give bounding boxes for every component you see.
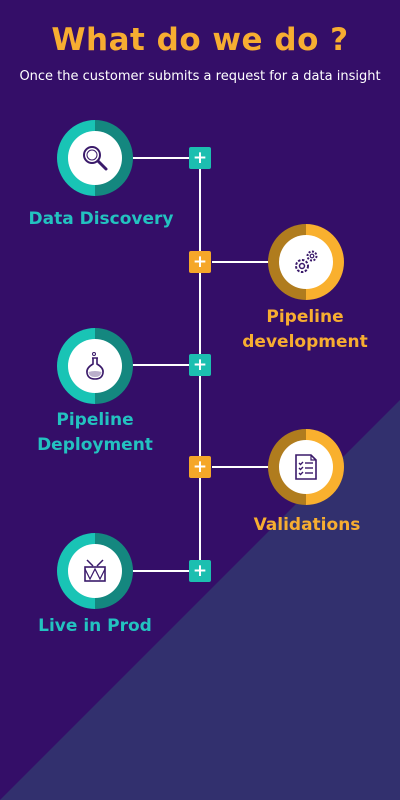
gears-icon [295, 250, 318, 273]
plus-button-5[interactable]: + [189, 560, 211, 582]
connector-line-1 [132, 157, 190, 159]
flask-icon [86, 352, 104, 380]
connector-line-2 [212, 261, 270, 263]
connector-line-4 [212, 466, 270, 468]
plus-button-1[interactable]: + [189, 147, 211, 169]
step-node-validations[interactable] [268, 429, 344, 505]
step-node-data-discovery[interactable] [57, 120, 133, 196]
step-label-pipeline-development: Pipeline development [242, 307, 368, 352]
step-node-inner [279, 440, 333, 494]
connector-line-3 [132, 364, 190, 366]
step-node-inner [68, 544, 122, 598]
plus-button-4[interactable]: + [189, 456, 211, 478]
step-label-live-in-prod: Live in Prod [38, 616, 152, 636]
connector-line-5 [132, 570, 190, 572]
step-node-inner [68, 131, 122, 185]
step-label-pipeline-deployment: Pipeline Deployment [37, 410, 153, 455]
plus-button-3[interactable]: + [189, 354, 211, 376]
plus-button-2[interactable]: + [189, 251, 211, 273]
step-node-live-in-prod[interactable] [57, 533, 133, 609]
step-label-validations: Validations [253, 515, 361, 535]
checklist-document-icon [295, 454, 317, 480]
page-subtitle: Once the customer submits a request for … [19, 69, 381, 84]
step-node-inner [68, 339, 122, 393]
step-node-pipeline-development[interactable] [268, 224, 344, 300]
drum-icon [84, 559, 106, 582]
magnifier-icon [83, 146, 108, 171]
step-node-pipeline-deployment[interactable] [57, 328, 133, 404]
page-title: What do we do ? [51, 22, 349, 58]
step-node-inner [279, 235, 333, 289]
step-label-data-discovery: Data Discovery [28, 209, 174, 229]
